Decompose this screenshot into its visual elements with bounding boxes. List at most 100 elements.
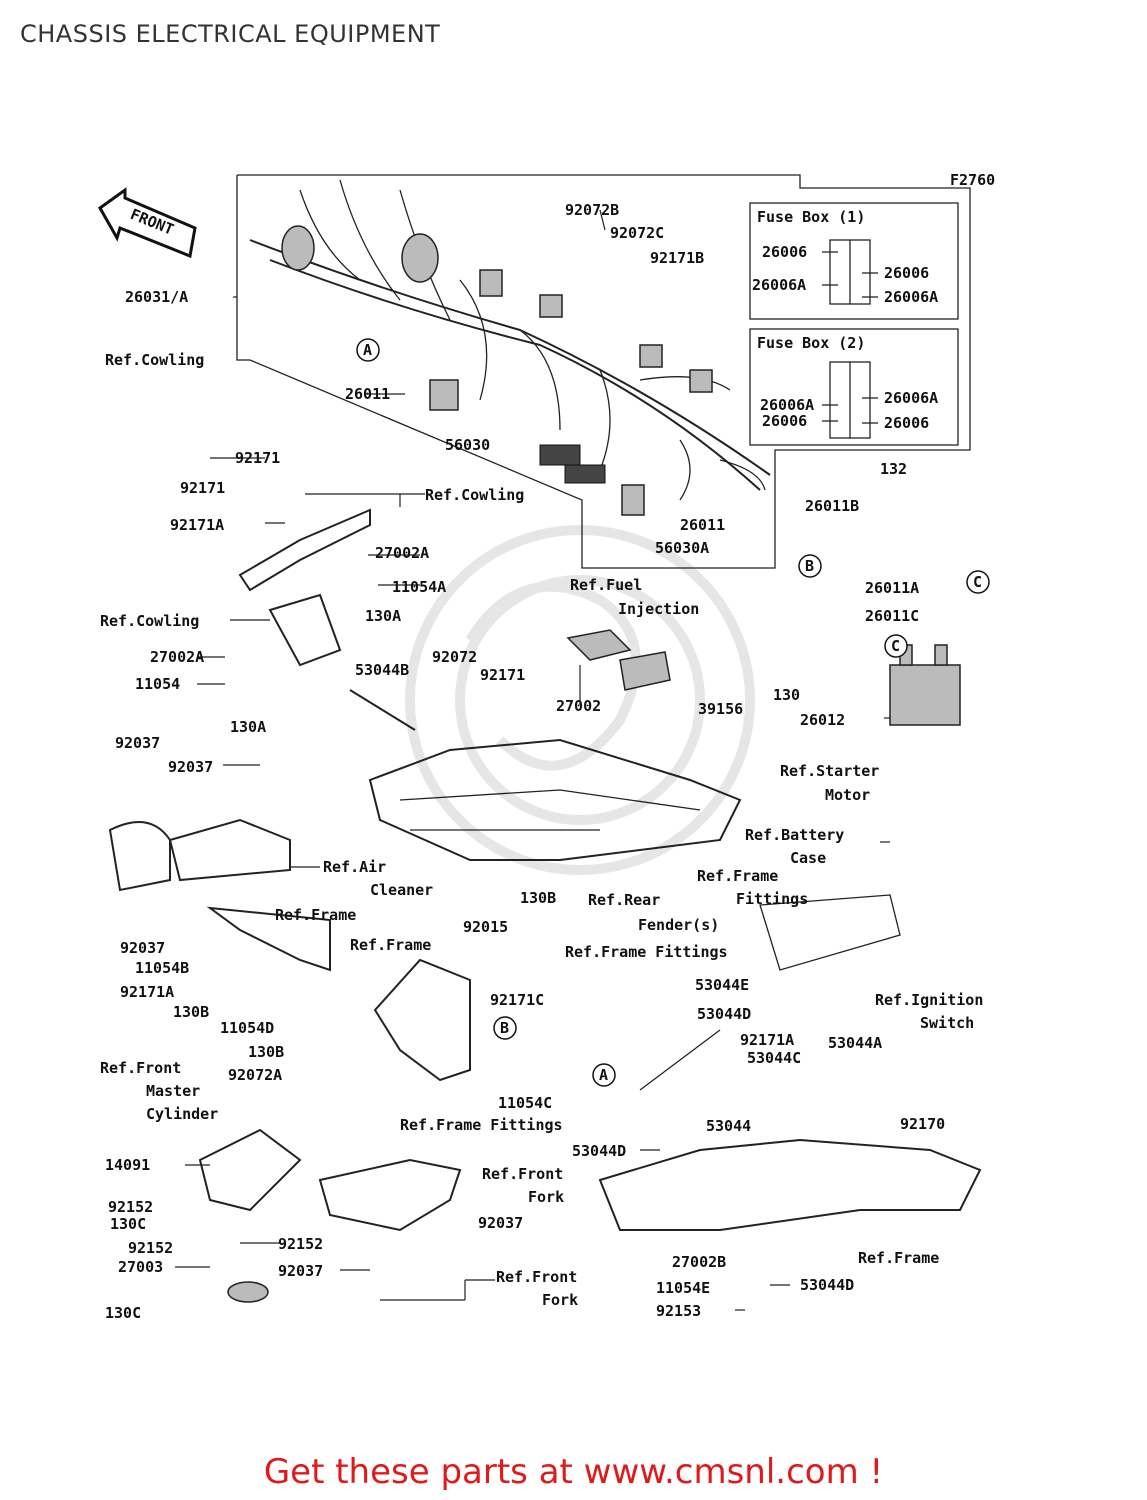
part-label: 132 bbox=[880, 460, 907, 478]
part-label: 53044D bbox=[800, 1276, 854, 1294]
svg-text:B: B bbox=[805, 557, 814, 575]
svg-text:26006A: 26006A bbox=[760, 396, 814, 414]
part-label: Ref.Frame bbox=[858, 1249, 939, 1267]
part-label: Ref.Front bbox=[100, 1059, 181, 1077]
part-label: 92037 bbox=[278, 1262, 323, 1280]
part-label: Ref.Cowling bbox=[105, 351, 204, 369]
front-arrow-icon: FRONT bbox=[98, 187, 197, 259]
part-label: 130A bbox=[230, 718, 266, 736]
part-label: Ref.Front bbox=[496, 1268, 577, 1286]
part-label: 26031/A bbox=[125, 288, 188, 306]
part-label: Ref.Frame Fittings bbox=[400, 1116, 563, 1134]
figure-code: F2760 bbox=[950, 171, 995, 189]
part-label: Fittings bbox=[736, 890, 808, 908]
part-label: Ref.Rear bbox=[588, 891, 660, 909]
part-label: 92072C bbox=[610, 224, 664, 242]
part-label: Ref.Cowling bbox=[100, 612, 199, 630]
part-label: 92072 bbox=[432, 648, 477, 666]
svg-text:A: A bbox=[363, 341, 372, 359]
svg-text:26006A: 26006A bbox=[884, 389, 938, 407]
part-label: 27002A bbox=[375, 544, 429, 562]
part-label: 92037 bbox=[115, 734, 160, 752]
part-label: 92037 bbox=[168, 758, 213, 776]
part-label: 26011 bbox=[345, 385, 390, 403]
part-label: 26011 bbox=[680, 516, 725, 534]
part-label: Switch bbox=[920, 1014, 974, 1032]
part-label: 56030 bbox=[445, 436, 490, 454]
part-label: 26011A bbox=[865, 579, 919, 597]
part-labels: 26031/A92072B92072C92171BRef.Cowling2601… bbox=[100, 201, 983, 1322]
part-label: Ref.Fuel bbox=[570, 576, 642, 594]
part-label: 11054E bbox=[656, 1279, 710, 1297]
part-label: 92152 bbox=[128, 1239, 173, 1257]
part-label: Injection bbox=[618, 600, 699, 618]
part-label: Motor bbox=[825, 786, 870, 804]
part-label: 92037 bbox=[478, 1214, 523, 1232]
part-label: 92170 bbox=[900, 1115, 945, 1133]
part-drawings bbox=[108, 508, 982, 1303]
part-label: 27002 bbox=[556, 697, 601, 715]
part-label: Ref.Frame bbox=[697, 867, 778, 885]
fuse-box-1: Fuse Box (1) 26006 26006A 26006 26006A bbox=[749, 202, 959, 320]
part-label: 92152 bbox=[278, 1235, 323, 1253]
fuse-box-2-title: Fuse Box (2) bbox=[757, 334, 865, 352]
part-label: 11054A bbox=[392, 578, 446, 596]
fuse-box-2: Fuse Box (2) 26006A 26006 26006A 26006 bbox=[749, 328, 959, 446]
part-label: Fork bbox=[528, 1188, 564, 1206]
part-label: 130C bbox=[110, 1215, 146, 1233]
part-label: 53044D bbox=[697, 1005, 751, 1023]
part-label: 92072B bbox=[565, 201, 619, 219]
part-label: 27003 bbox=[118, 1258, 163, 1276]
part-label: 92171 bbox=[480, 666, 525, 684]
part-label: 26011B bbox=[805, 497, 859, 515]
part-label: Case bbox=[790, 849, 826, 867]
part-label: 53044D bbox=[572, 1142, 626, 1160]
part-label: 27002A bbox=[150, 648, 204, 666]
fuse-box-1-title: Fuse Box (1) bbox=[757, 208, 865, 226]
page-title: CHASSIS ELECTRICAL EQUIPMENT bbox=[20, 20, 441, 48]
footer-link[interactable]: Get these parts at www.cmsnl.com ! bbox=[263, 1452, 884, 1492]
svg-text:26006A: 26006A bbox=[884, 288, 938, 306]
part-label: 92171A bbox=[740, 1031, 794, 1049]
svg-text:26006A: 26006A bbox=[752, 276, 806, 294]
svg-text:A: A bbox=[599, 1066, 608, 1084]
part-label: Ref.Frame bbox=[275, 906, 356, 924]
part-label: 92171A bbox=[170, 516, 224, 534]
part-label: Fork bbox=[542, 1291, 578, 1309]
part-label: 11054C bbox=[498, 1094, 552, 1112]
part-label: 92153 bbox=[656, 1302, 701, 1320]
wiring-harness bbox=[249, 179, 771, 516]
part-label: Ref.Frame bbox=[350, 936, 431, 954]
part-label: Ref.Frame Fittings bbox=[565, 943, 728, 961]
svg-text:26006: 26006 bbox=[762, 243, 807, 261]
part-label: 53044B bbox=[355, 661, 409, 679]
part-label: 11054 bbox=[135, 675, 180, 693]
part-label: Ref.Cowling bbox=[425, 486, 524, 504]
part-label: 53044 bbox=[706, 1117, 751, 1135]
part-label: 26012 bbox=[800, 711, 845, 729]
part-label: 130B bbox=[248, 1043, 284, 1061]
part-label: Ref.Starter bbox=[780, 762, 879, 780]
part-label: 11054D bbox=[220, 1019, 274, 1037]
part-label: 92171 bbox=[180, 479, 225, 497]
part-label: Cylinder bbox=[146, 1105, 218, 1123]
part-label: 92037 bbox=[120, 939, 165, 957]
svg-text:26006: 26006 bbox=[762, 412, 807, 430]
svg-text:26006: 26006 bbox=[884, 414, 929, 432]
part-label: 92015 bbox=[463, 918, 508, 936]
part-label: 130A bbox=[365, 607, 401, 625]
watermark-logo bbox=[405, 525, 755, 875]
part-label: Fender(s) bbox=[638, 916, 719, 934]
part-label: 92171C bbox=[490, 991, 544, 1009]
part-label: 130C bbox=[105, 1304, 141, 1322]
part-label: 130B bbox=[520, 889, 556, 907]
part-label: 53044E bbox=[695, 976, 749, 994]
svg-text:B: B bbox=[500, 1019, 509, 1037]
callout-a: A A bbox=[356, 338, 616, 1087]
part-label: 27002B bbox=[672, 1253, 726, 1271]
part-label: 92152 bbox=[108, 1198, 153, 1216]
part-label: Ref.Front bbox=[482, 1165, 563, 1183]
harness-enclosure bbox=[236, 174, 971, 569]
part-label: 92171 bbox=[235, 449, 280, 467]
part-label: 53044A bbox=[828, 1034, 882, 1052]
